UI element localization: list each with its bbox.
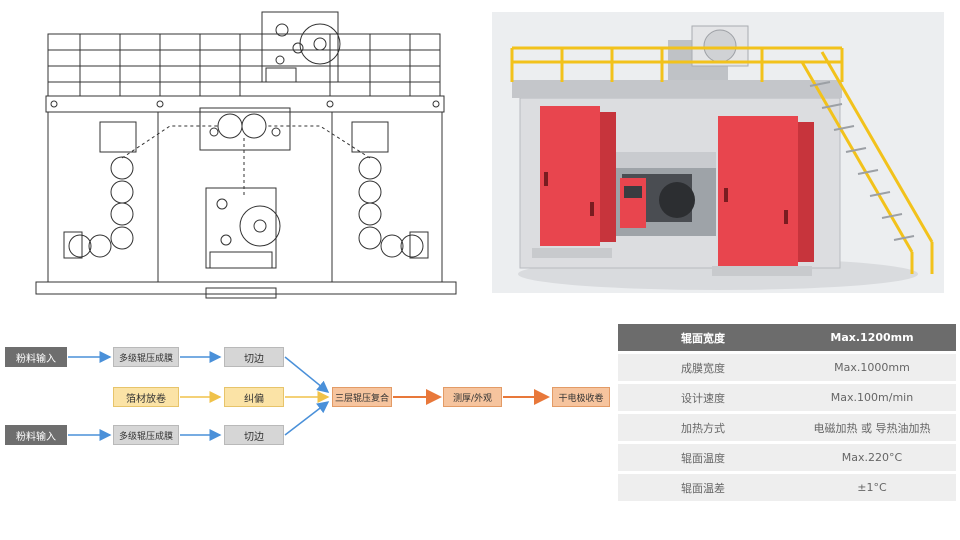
web-correction-box: 纠偏 xyxy=(224,387,284,407)
machine-render-illustration xyxy=(510,25,934,290)
edge-cut-box-3: 切边 xyxy=(224,425,284,445)
machine-render-photo xyxy=(492,12,944,293)
dry-electrode-rewind-box: 干电极收卷 xyxy=(552,387,610,407)
machine-technical-drawing xyxy=(35,11,457,299)
spec-value: Max.220°C xyxy=(841,451,903,464)
spec-row: 加热方式 电磁加热 或 导热油加热 xyxy=(618,414,956,441)
spec-row: 设计速度 Max.100m/min xyxy=(618,384,956,411)
spec-value: Max.1200mm xyxy=(830,331,914,344)
spec-row: 辊面温度 Max.220°C xyxy=(618,444,956,471)
multi-stage-mill-box-1: 多级辊压成膜 xyxy=(113,347,179,367)
three-layer-composite-box: 三层辊压复合 xyxy=(332,387,392,407)
spec-value: ±1°C xyxy=(857,481,887,494)
foil-unwind-box: 箔材放卷 xyxy=(113,387,179,407)
spec-key: 成膜宽度 xyxy=(681,361,725,375)
spec-row: 辊面温差 ±1°C xyxy=(618,474,956,501)
spec-key: 辊面温度 xyxy=(681,451,725,465)
spec-key: 加热方式 xyxy=(681,421,725,435)
spec-value: 电磁加热 或 导热油加热 xyxy=(813,421,931,435)
powder-input-box-1: 粉料输入 xyxy=(5,347,67,367)
multi-stage-mill-box-3: 多级辊压成膜 xyxy=(113,425,179,445)
arrow-cut1-to-composite xyxy=(284,356,330,393)
flow-arrows xyxy=(68,351,550,441)
spec-value: Max.100m/min xyxy=(830,391,914,404)
spec-key: 辊面宽度 xyxy=(681,331,725,345)
arrow-cut3-to-composite xyxy=(284,401,330,436)
spec-row: 辊面宽度 Max.1200mm xyxy=(618,324,956,351)
spec-value: Max.1000mm xyxy=(834,361,910,374)
spec-key: 设计速度 xyxy=(681,391,725,405)
powder-input-box-3: 粉料输入 xyxy=(5,425,67,445)
spec-row: 成膜宽度 Max.1000mm xyxy=(618,354,956,381)
edge-cut-box-1: 切边 xyxy=(224,347,284,367)
spec-key: 辊面温差 xyxy=(681,481,725,495)
thickness-inspection-box: 测厚/外观 xyxy=(443,387,502,407)
